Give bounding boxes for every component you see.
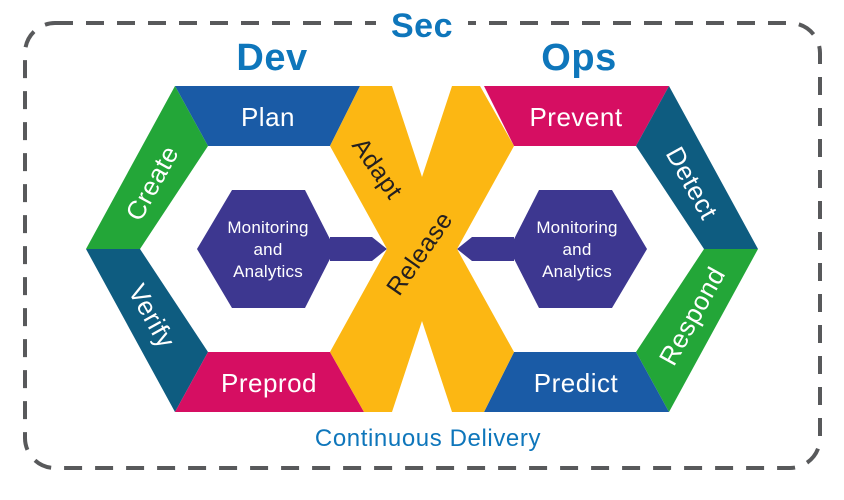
svg-text:Monitoring: Monitoring [227,218,308,237]
ops-title: Ops [541,37,616,79]
monitoring-pointer-right [457,237,514,261]
plan-segment [175,86,360,146]
detect-segment [636,86,758,249]
create-segment [86,86,208,249]
sec-title: Sec [391,7,453,45]
svg-text:Monitoring: Monitoring [536,218,617,237]
verify-segment [86,249,208,412]
monitoring-pointer-left [330,237,387,261]
predict-segment [484,352,669,412]
monitoring-hexagon-left [197,190,335,308]
svg-text:and: and [254,240,283,259]
monitoring-hexagon-right [509,190,647,308]
prevent-segment [484,86,669,146]
preprod-label: Preprod [221,368,317,398]
preprod-segment [175,352,364,412]
respond-segment [636,249,758,412]
svg-text:Analytics: Analytics [233,262,303,281]
monitoring-label-left: Monitoring and Analytics [227,218,308,281]
dev-title: Dev [236,37,307,79]
svg-text:and: and [563,240,592,259]
predict-label: Predict [534,368,619,398]
dashed-border [23,21,822,470]
svg-text:Analytics: Analytics [542,262,612,281]
continuous-delivery-label: Continuous Delivery [315,425,541,452]
plan-label: Plan [241,102,295,132]
cross-ribbon [330,86,514,412]
prevent-label: Prevent [529,102,622,132]
sec-title-mask [376,12,468,38]
monitoring-label-right: Monitoring and Analytics [536,218,617,281]
